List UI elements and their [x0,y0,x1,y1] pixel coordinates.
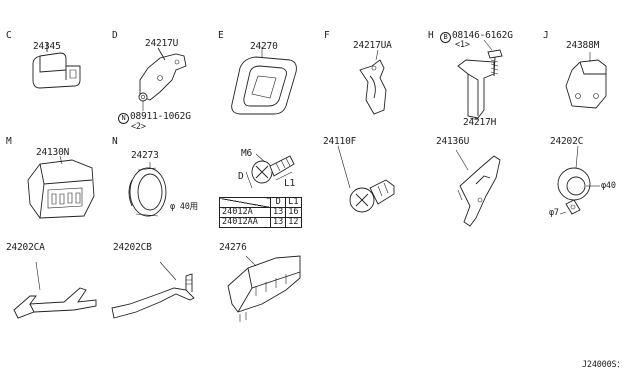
part-number-24202CA[interactable]: 24202CA [6,242,45,253]
part-number-24217H[interactable]: 24217H [463,117,497,128]
table-cell-l1: 12 [285,217,302,228]
part-24388M-drawing[interactable] [565,52,607,109]
part-24136U-drawing[interactable] [455,149,501,227]
part-number-24276[interactable]: 24276 [219,242,247,253]
table-cell-name[interactable]: 24012AA [219,217,271,228]
nut-quantity: <2> [131,122,146,132]
bolt-diameter-label: D [238,171,244,182]
table-cell-d: 13 [269,207,287,218]
table-corner-cell [219,197,271,208]
bolt-thread-label: M6 [241,148,253,159]
table-row: 24012AA 13 12 [219,217,302,228]
bolt-symbol: B [440,32,451,43]
nut-part-number: 08911-1062G [130,111,191,122]
section-c-label: C [6,30,12,41]
table-cell-d: 13 [269,217,287,228]
part-number-24110F[interactable]: 24110F [323,136,357,147]
table-cell-name[interactable]: 24012A [219,207,271,218]
part-number-24202CB[interactable]: 24202CB [113,242,152,253]
section-h-label: H [428,30,434,41]
part-number-24270[interactable]: 24270 [250,41,278,52]
part-24270-drawing[interactable] [231,47,297,115]
part-24110F-drawing[interactable] [337,145,395,213]
part-number-24388M[interactable]: 24388M [566,40,600,51]
part-number-24217UA[interactable]: 24217UA [353,40,392,51]
part-number-24273[interactable]: 24273 [131,150,159,161]
bolt-dimension-table: D L1 24012A 13 16 24012AA 13 12 [219,197,302,228]
section-m-label: M [6,136,12,147]
part-number-24130N[interactable]: 24130N [36,147,70,158]
part-24217U-drawing[interactable] [138,47,187,111]
nut-symbol: N [118,113,129,124]
section-j-label: J [543,30,549,41]
diagram-code: J24000S： [582,360,625,370]
part-24202C-drawing[interactable] [557,145,600,215]
section-e-label: E [218,30,224,41]
part-number-24136U[interactable]: 24136U [436,136,470,147]
part-24202CA-drawing[interactable] [13,261,97,319]
table-header-d: D [269,197,287,208]
clamp-diameter-label: φ40 [601,181,616,191]
hole-diameter-label: φ7 [549,208,559,218]
part-24217H-drawing[interactable] [457,39,503,121]
part-number-24217U[interactable]: 24217U [145,38,179,49]
table-header-l1: L1 [285,197,302,208]
table-cell-l1: 16 [285,207,302,218]
table-row: 24012A 13 16 [219,207,302,218]
bolt-24012-drawing[interactable] [245,153,295,189]
part-24273-drawing[interactable] [128,162,167,217]
bolt-part-number: 08146-6162G [452,30,513,41]
section-d-label: D [112,30,118,41]
grommet-diameter-label: φ 40用 [170,202,198,212]
part-24217UA-drawing[interactable] [359,49,387,115]
section-f-label: F [324,30,330,41]
part-24202CB-drawing[interactable] [111,261,195,319]
part-number-24345[interactable]: 24345 [33,41,61,52]
part-24345-drawing[interactable] [32,42,81,89]
part-number-24202C[interactable]: 24202C [550,136,584,147]
part-24276-drawing[interactable] [227,255,301,322]
section-n-label: N [112,136,118,147]
part-24130N-drawing[interactable] [27,155,95,219]
bolt-length-label: L1 [284,178,296,189]
table-header-row: D L1 [219,197,302,208]
bolt-quantity: <1> [455,40,470,50]
